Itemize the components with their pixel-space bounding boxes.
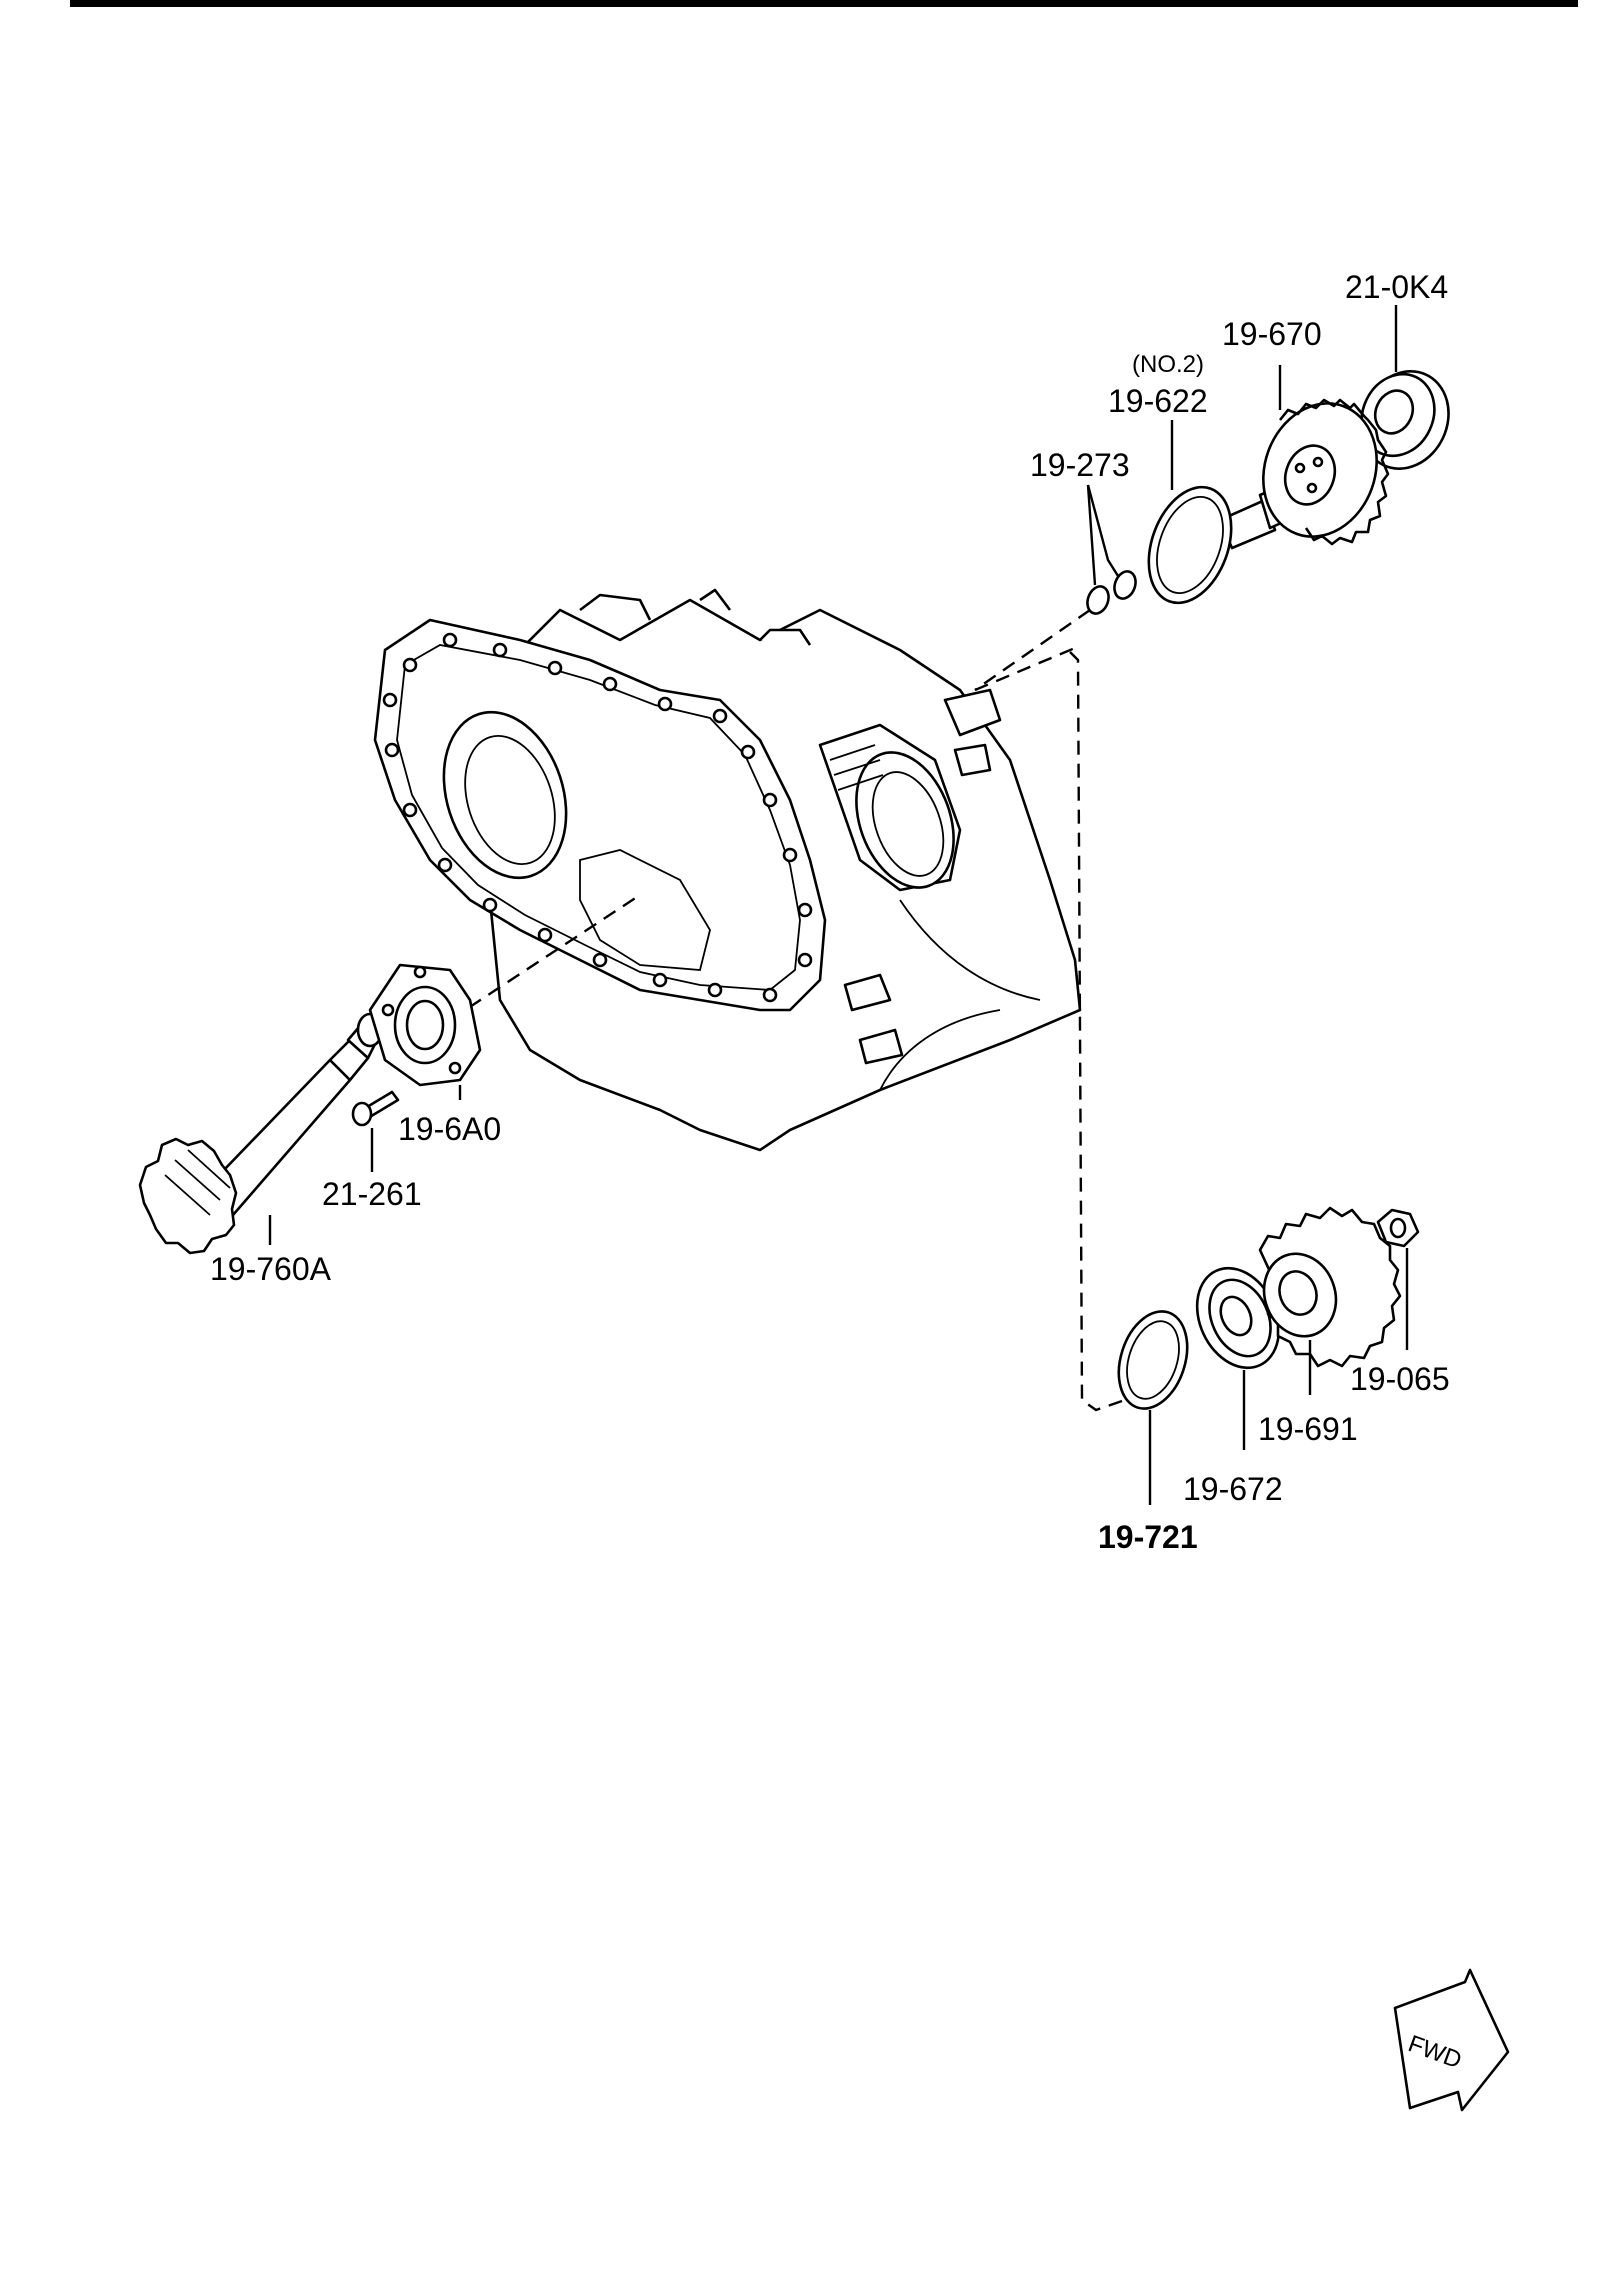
label-19-273: 19-273 (1030, 447, 1130, 483)
bearing-19-672 (1195, 1266, 1281, 1370)
drive-shaft-19-760A (138, 1012, 384, 1255)
label-19-622: 19-622 (1108, 383, 1208, 419)
label-no2: (NO.2) (1132, 351, 1204, 378)
rings-19-273 (1086, 570, 1137, 615)
label-19-065: 19-065 (1350, 1361, 1450, 1397)
flange-bolt-holes (382, 632, 813, 1003)
bolt-21-261 (351, 1090, 400, 1127)
gear-19-691 (1258, 1206, 1402, 1368)
nut-19-065 (1376, 1208, 1420, 1248)
bearing-21-0K4 (1360, 370, 1450, 470)
part-labels: 21-0K4 19-670 (NO.2) 19-622 19-273 19-6A… (210, 269, 1450, 1555)
label-19-760A: 19-760A (210, 1251, 332, 1287)
label-19-691: 19-691 (1258, 1411, 1358, 1447)
leader-lines (268, 305, 1409, 1505)
shim-19-721 (1117, 1310, 1189, 1410)
gear-shaft-19-670 (1218, 398, 1390, 550)
label-21-0K4: 21-0K4 (1345, 269, 1448, 305)
shim-19-622 (1147, 485, 1233, 605)
fwd-arrow: FWD (1393, 1968, 1510, 2112)
transmission-case (373, 588, 1082, 1152)
label-19-721: 19-721 (1098, 1519, 1198, 1555)
flange-19-6A0 (368, 963, 482, 1087)
label-21-261: 21-261 (322, 1176, 422, 1212)
label-19-6A0: 19-6A0 (398, 1111, 501, 1147)
label-19-670: 19-670 (1222, 316, 1322, 352)
label-19-672: 19-672 (1183, 1471, 1283, 1507)
assembly-lines (449, 609, 1126, 1412)
top-border-rule (70, 0, 1578, 7)
